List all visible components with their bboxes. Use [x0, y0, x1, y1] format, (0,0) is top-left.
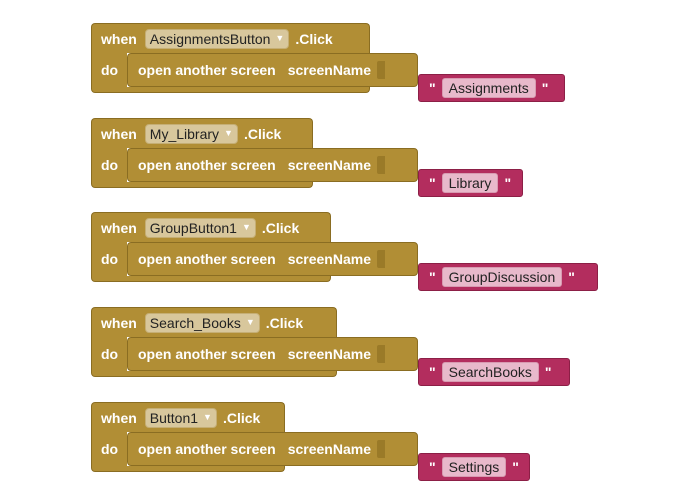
- component-dropdown[interactable]: AssignmentsButton ▼: [144, 28, 290, 49]
- action-label: open another screen: [138, 62, 276, 78]
- event-name: .Click: [261, 219, 300, 236]
- open-quote: ": [429, 364, 436, 380]
- component-dropdown[interactable]: My_Library ▼: [144, 123, 238, 144]
- text-string-block[interactable]: " Assignments ": [418, 74, 565, 102]
- open-screen-block[interactable]: open another screen screenName: [127, 53, 418, 87]
- input-socket: [376, 61, 385, 79]
- event-block-footer: [91, 87, 370, 93]
- component-name: My_Library: [149, 125, 220, 142]
- open-quote: ": [429, 175, 436, 191]
- close-quote: ": [541, 80, 549, 96]
- chevron-down-icon: ▼: [245, 317, 255, 327]
- input-socket: [376, 156, 385, 174]
- screen-name-field[interactable]: Library: [441, 173, 499, 193]
- param-label: screenName: [287, 157, 371, 173]
- open-screen-block[interactable]: open another screen screenName: [127, 148, 418, 182]
- event-block-footer: [91, 466, 285, 472]
- text-string-block[interactable]: " GroupDiscussion ": [418, 263, 598, 291]
- screen-name-field[interactable]: SearchBooks: [441, 362, 539, 382]
- open-quote: ": [429, 459, 436, 475]
- close-quote: ": [512, 459, 519, 475]
- component-name: GroupButton1: [149, 219, 237, 236]
- input-socket: [376, 345, 385, 363]
- text-string-block[interactable]: " Library ": [418, 169, 523, 197]
- do-keyword: do: [101, 441, 119, 457]
- when-keyword: when: [101, 219, 137, 236]
- text-string-block[interactable]: " Settings ": [418, 453, 530, 481]
- event-name: .Click: [265, 314, 304, 331]
- event-block-header: when Search_Books ▼ .Click: [91, 307, 337, 337]
- event-block-header: when My_Library ▼ .Click: [91, 118, 313, 148]
- chevron-down-icon: ▼: [241, 222, 251, 232]
- component-name: Button1: [149, 409, 199, 426]
- open-screen-block[interactable]: open another screen screenName: [127, 337, 418, 371]
- component-name: AssignmentsButton: [149, 30, 271, 47]
- event-name: .Click: [222, 409, 261, 426]
- chevron-down-icon: ▼: [203, 412, 212, 422]
- screen-name-field[interactable]: GroupDiscussion: [441, 267, 563, 287]
- screen-name-field[interactable]: Settings: [441, 457, 507, 477]
- close-quote: ": [544, 364, 552, 380]
- do-keyword: do: [101, 346, 119, 362]
- open-quote: ": [429, 269, 436, 285]
- event-name: .Click: [243, 125, 282, 142]
- param-label: screenName: [287, 251, 371, 267]
- action-label: open another screen: [138, 157, 276, 173]
- event-block-header: when GroupButton1 ▼ .Click: [91, 212, 331, 242]
- event-block-header: when Button1 ▼ .Click: [91, 402, 285, 432]
- close-quote: ": [504, 175, 512, 191]
- action-label: open another screen: [138, 441, 276, 457]
- action-label: open another screen: [138, 251, 276, 267]
- event-name: .Click: [295, 30, 333, 47]
- open-screen-block[interactable]: open another screen screenName: [127, 242, 418, 276]
- param-label: screenName: [287, 346, 371, 362]
- event-block-header: when AssignmentsButton ▼ .Click: [91, 23, 370, 53]
- close-quote: ": [568, 269, 575, 285]
- do-keyword: do: [101, 62, 119, 78]
- when-keyword: when: [101, 125, 137, 142]
- param-label: screenName: [287, 441, 371, 457]
- do-slot: do: [91, 148, 127, 182]
- event-block-footer: [91, 276, 331, 282]
- component-dropdown[interactable]: Search_Books ▼: [144, 312, 260, 333]
- chevron-down-icon: ▼: [224, 128, 233, 138]
- do-slot: do: [91, 432, 127, 466]
- input-socket: [376, 250, 385, 268]
- when-keyword: when: [101, 30, 137, 47]
- input-socket: [376, 440, 385, 458]
- component-dropdown[interactable]: Button1 ▼: [144, 407, 217, 428]
- event-block-footer: [91, 371, 337, 377]
- do-keyword: do: [101, 157, 119, 173]
- do-slot: do: [91, 242, 127, 276]
- chevron-down-icon: ▼: [275, 33, 285, 43]
- do-slot: do: [91, 337, 127, 371]
- event-block-footer: [91, 182, 313, 188]
- when-keyword: when: [101, 314, 137, 331]
- do-keyword: do: [101, 251, 119, 267]
- do-slot: do: [91, 53, 127, 87]
- param-label: screenName: [287, 62, 371, 78]
- open-quote: ": [429, 80, 436, 96]
- open-screen-block[interactable]: open another screen screenName: [127, 432, 418, 466]
- component-name: Search_Books: [149, 314, 241, 331]
- action-label: open another screen: [138, 346, 276, 362]
- text-string-block[interactable]: " SearchBooks ": [418, 358, 570, 386]
- when-keyword: when: [101, 409, 137, 426]
- component-dropdown[interactable]: GroupButton1 ▼: [144, 217, 256, 238]
- screen-name-field[interactable]: Assignments: [441, 78, 536, 98]
